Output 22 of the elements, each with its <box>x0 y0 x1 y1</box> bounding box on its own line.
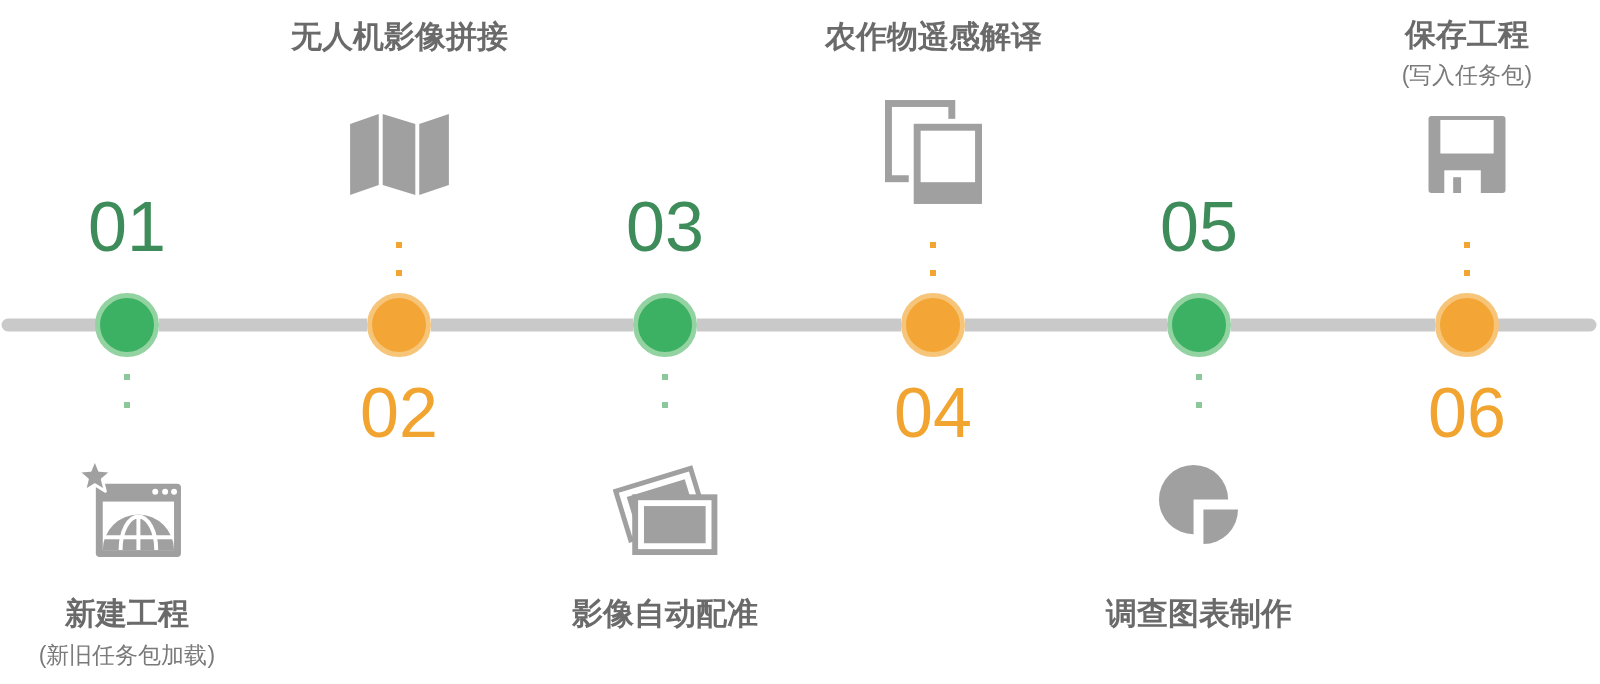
step-title: 调查图表制作 <box>1106 596 1292 632</box>
step-number: 03 <box>626 192 704 262</box>
step-title: 无人机影像拼接 <box>290 19 508 55</box>
timeline-bar <box>965 318 1167 332</box>
step-subtitle: (写入任务包) <box>1401 61 1533 89</box>
milestone-circle <box>901 293 965 357</box>
milestone-circle <box>367 293 431 357</box>
step-number: 04 <box>894 378 972 448</box>
step-title: 新建工程 <box>65 596 189 632</box>
step-subtitle: (新旧任务包加载) <box>38 641 216 669</box>
timeline-bar <box>697 318 901 332</box>
timeline-bar <box>159 318 367 332</box>
step-title: 保存工程 <box>1405 17 1529 53</box>
milestone-circle <box>1435 293 1499 357</box>
timeline-bar <box>1231 318 1435 332</box>
step-number: 05 <box>1160 192 1238 262</box>
timeline-bar <box>431 318 633 332</box>
step-title: 农作物遥感解译 <box>824 19 1042 55</box>
step-number: 01 <box>88 192 166 262</box>
step-number: 02 <box>360 378 438 448</box>
step-number: 06 <box>1428 378 1506 448</box>
step-title: 影像自动配准 <box>572 596 758 632</box>
